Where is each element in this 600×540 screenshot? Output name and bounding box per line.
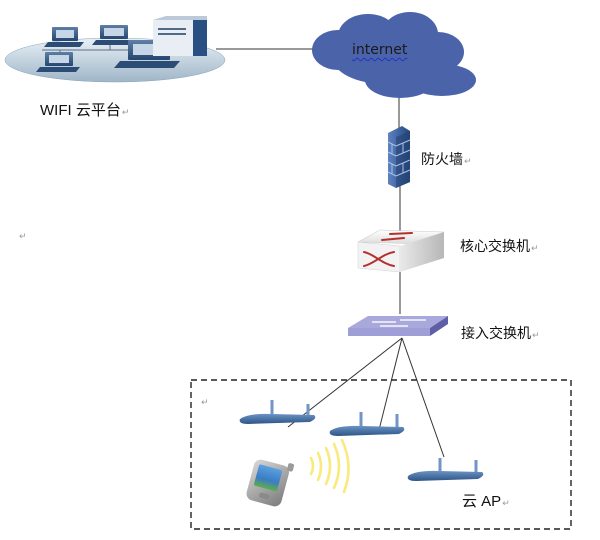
access-switch-label: 接入交换机↵ [461,323,540,343]
cloud-ap-group-box [190,379,572,530]
cloud-ap-label: 云 AP↵ [462,490,510,511]
paragraph-mark: ↵ [201,398,209,408]
core-switch-icon [357,229,445,273]
internet-label: internet [352,42,407,58]
access-switch-label-text: 接入交换机 [461,325,531,341]
firewall-label: 防火墙↵ [421,149,472,169]
edge-access-ap3 [401,337,445,458]
wireless-router-icon [407,458,484,481]
firewall-icon [387,126,411,188]
lan-servers-icon [4,16,226,83]
edge-access-ap1 [287,337,403,428]
edge-access-ap2 [378,337,403,431]
paragraph-mark: ↵ [502,498,510,508]
firewall-label-text: 防火墙 [421,151,463,167]
paragraph-mark: ↵ [121,107,130,117]
cloud-platform-label: WIFI 云平台↵ [40,99,129,120]
internet-label-text: internet [352,42,408,58]
core-switch-label-text: 核心交换机 [460,238,530,254]
cloud-icon [312,12,476,98]
wireless-router-icon [329,412,405,436]
paragraph-mark: ↵ [532,330,540,340]
cloud-ap-label-text: 云 AP [462,493,502,510]
core-switch-label: 核心交换机↵ [460,236,539,256]
paragraph-mark: ↵ [531,243,539,253]
paragraph-mark: ↵ [19,232,27,242]
pda-phone-icon [246,459,295,507]
access-switch-icon [348,316,448,336]
paragraph-mark: ↵ [464,156,472,166]
cloud-platform-label-text: WIFI 云平台 [40,102,121,119]
wireless-router-icon [239,400,316,424]
wifi-signal-icon [309,438,350,494]
